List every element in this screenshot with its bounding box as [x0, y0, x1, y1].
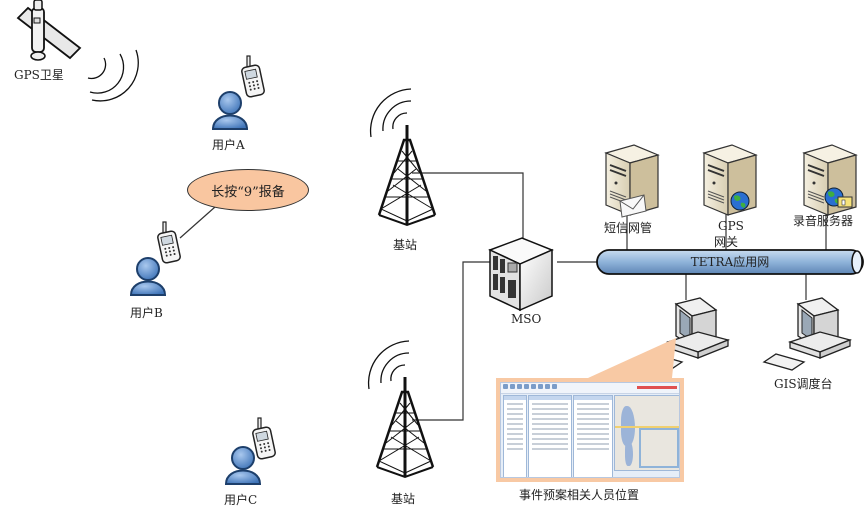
phone-c-icon: [251, 417, 277, 461]
radio-tower-icon-1: [369, 87, 437, 227]
thumbnail-table-1: [528, 395, 572, 477]
tetra-bus-label: TETRA应用网: [690, 255, 770, 269]
link-userb-callout: [179, 206, 216, 239]
mso-label: MSO: [511, 312, 542, 326]
satellite-icon: [16, 0, 82, 61]
recording-server-icon: [803, 144, 857, 216]
thumbnail-map: [614, 395, 679, 471]
user-b-icon: [130, 257, 166, 296]
link-bs2-mso: [412, 261, 490, 421]
tetra-bus-pipe: [596, 249, 864, 275]
user-b-label: 用户B: [130, 306, 163, 320]
user-a-label: 用户A: [212, 138, 245, 152]
sms-server-label: 短信网管: [604, 221, 653, 235]
base-station-1-label: 基站: [393, 238, 418, 252]
gps-gateway-label-1: GPS: [718, 219, 744, 233]
base-station-2-label: 基站: [391, 492, 416, 506]
thumbnail-user-list: [503, 395, 527, 477]
user-a-icon: [212, 91, 248, 130]
radio-tower-icon-2: [367, 339, 435, 479]
link-bs1-mso: [412, 172, 524, 238]
gps-satellite-label: GPS卫星: [14, 68, 64, 82]
user-c-icon: [225, 446, 261, 485]
screenshot-caption: 事件预案相关人员位置: [519, 488, 640, 502]
gps-gateway-server-icon: [703, 144, 757, 216]
sms-server-icon: [605, 144, 659, 218]
gis-console-computer-icon: [763, 297, 851, 371]
mso-cabinet-icon: [488, 237, 554, 312]
phone-a-icon: [240, 55, 266, 99]
user-c-label: 用户C: [224, 493, 258, 507]
satellite-signal-icon: [87, 49, 139, 102]
gps-gateway-label-2: 网关: [714, 235, 739, 249]
recording-server-label: 录音服务器: [793, 214, 854, 228]
thumbnail-table-2: [573, 395, 613, 477]
screenshot-callout-wedge: [588, 338, 676, 378]
thumbnail-toolbar: [501, 383, 679, 394]
screenshot-thumbnail: [496, 378, 684, 482]
report-callout: 长按“9”报备: [187, 169, 309, 211]
phone-b-icon: [156, 221, 182, 265]
gis-console-label: GIS调度台: [774, 377, 833, 391]
